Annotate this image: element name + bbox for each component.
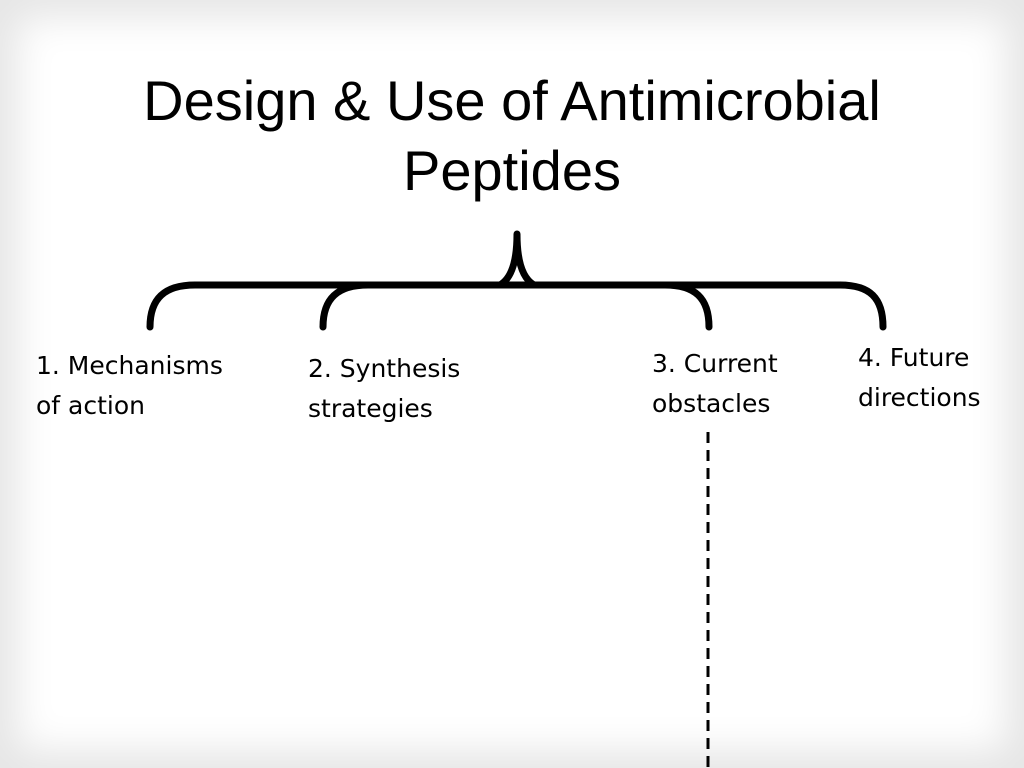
branch-synthesis-strategies: 2. Synthesis strategies xyxy=(308,349,460,429)
branch-3-line-2: obstacles xyxy=(652,389,771,418)
inner-brace xyxy=(319,281,713,331)
branch-1-line-2: of action xyxy=(36,391,145,420)
slide-title-line-2: Peptides xyxy=(403,139,621,202)
branch-4-line-1: 4. Future xyxy=(858,343,970,372)
branch-current-obstacles: 3. Current obstacles xyxy=(652,344,778,424)
slide-title-line-1: Design & Use of Antimicrobial xyxy=(143,69,881,132)
slide-title: Design & Use of Antimicrobial Peptides xyxy=(0,66,1024,206)
branch-4-line-2: directions xyxy=(858,383,981,412)
branch-2-line-2: strategies xyxy=(308,394,433,423)
branch-3-line-1: 3. Current xyxy=(652,349,778,378)
branch-2-line-1: 2. Synthesis xyxy=(308,354,461,383)
branch-future-directions: 4. Future directions xyxy=(858,338,981,418)
branch-1-line-1: 1. Mechanisms xyxy=(36,351,223,380)
branch-mechanisms-of-action: 1. Mechanisms of action xyxy=(36,346,223,426)
outer-brace xyxy=(146,230,887,331)
